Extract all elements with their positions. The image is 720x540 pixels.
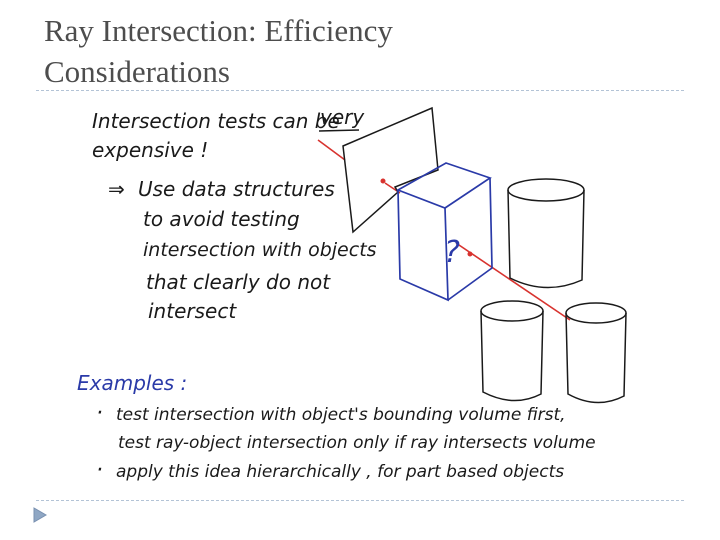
examples-heading: Examples :	[77, 371, 187, 395]
emphasis-underline	[319, 130, 359, 131]
ray-segment-incoming	[318, 140, 345, 160]
ray-box-point	[468, 252, 473, 257]
arrow-icon: ⇒	[108, 177, 125, 201]
note-line-6: that clearly do not	[146, 270, 331, 294]
note-line-4: to avoid testing	[143, 207, 300, 231]
example-2: apply this idea hierarchically , for par…	[116, 462, 564, 482]
cylinder-bottom-left-icon	[481, 301, 543, 401]
bullet-icon: ·	[96, 401, 103, 426]
ray-hit-point	[381, 179, 386, 184]
note-emphasis: very	[320, 105, 365, 129]
question-mark: ?	[444, 235, 460, 270]
note-line-1: Intersection tests can be	[92, 109, 340, 133]
example-1-line-2: test ray-object intersection only if ray…	[118, 433, 596, 453]
box-top	[398, 163, 490, 208]
example-1-line-1: test intersection with object's bounding…	[116, 405, 566, 425]
cylinder-top-right-icon	[508, 179, 584, 288]
note-line-1-prefix: Intersection tests can be	[92, 109, 340, 133]
bullet-icon-2: ·	[96, 458, 103, 483]
cylinder-bottom-right-icon	[566, 303, 626, 403]
triangle-right-icon[interactable]	[33, 507, 47, 523]
note-line-7: intersect	[148, 299, 237, 323]
note-line-3: Use data structures	[138, 177, 335, 201]
note-line-2: expensive !	[92, 138, 208, 162]
note-line-5: intersection with objects	[143, 239, 377, 261]
